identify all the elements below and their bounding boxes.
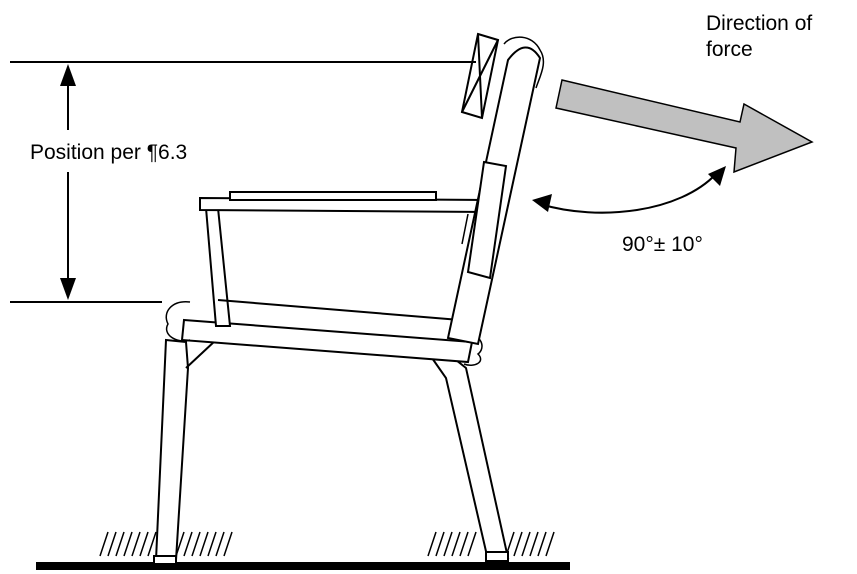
dimension-arrow-down-icon [60, 278, 76, 300]
angle-indicator: 90°± 10° [532, 166, 726, 256]
armrest-pad [229, 191, 437, 201]
force-arrow-icon [555, 79, 814, 174]
position-dimension: Position per ¶6.3 [10, 61, 476, 303]
direction-label-line1: Direction of [706, 12, 812, 35]
backrest-detail [461, 213, 469, 245]
front-leg [154, 338, 190, 561]
chair [153, 32, 545, 565]
position-label: Position per ¶6.3 [30, 141, 187, 164]
seat [180, 318, 474, 364]
ground-hatch-right [427, 531, 555, 557]
arm-post [204, 207, 232, 327]
backrest-top-attachment [503, 36, 545, 89]
dimension-arrow-up-icon [60, 64, 76, 86]
angle-arc [539, 173, 717, 214]
ground-hatch-left [99, 531, 233, 557]
angle-label: 90°± 10° [622, 233, 703, 256]
back-cushion [466, 160, 508, 280]
rear-leg-foot [485, 551, 509, 562]
seat-rail [217, 299, 461, 321]
floor [36, 531, 570, 570]
force-indicator: Direction of force [555, 12, 814, 174]
load-pad [460, 32, 500, 120]
seat-attachment-left [165, 301, 191, 342]
angle-arrow-left-icon [532, 194, 552, 212]
direction-label-line2: force [706, 38, 753, 61]
rear-leg [429, 356, 510, 562]
angle-arrow-right-icon [708, 166, 726, 186]
front-leg-foot [153, 555, 177, 565]
front-leg-brace [185, 339, 217, 369]
